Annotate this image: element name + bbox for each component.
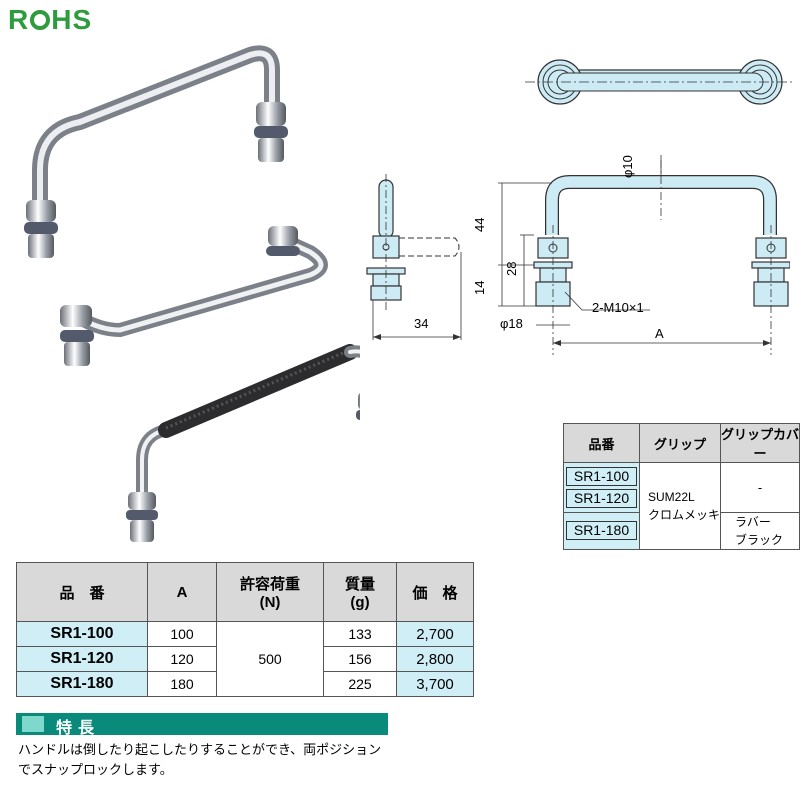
features-bar-marker: [22, 716, 44, 732]
spec-part-sr1-100: SR1-100: [566, 467, 637, 486]
dim-44-label: 44: [472, 217, 487, 232]
spec-part-cell-2: SR1-180: [563, 512, 640, 550]
photo-handle-folded: [60, 226, 328, 366]
table-row: SR1-180 180 225 3,700: [16, 671, 474, 697]
header-mass-line2: (g): [350, 594, 370, 611]
row-price: 2,800: [396, 646, 474, 672]
product-photos: [24, 45, 360, 542]
header-a: A: [147, 562, 217, 622]
dim-28-label: 28: [504, 261, 519, 276]
spec-cover-type: ラバー: [735, 515, 771, 529]
spec-table: 品番 グリップ グリップカバー SR1-100 SR1-120 SUM22L ク…: [563, 423, 800, 550]
features-title: 特長: [56, 720, 101, 737]
spec-row-2: SR1-180 ラバー ブラック: [563, 512, 800, 550]
features-line-1: ハンドルは倒したり起こしたりすることができ、両ポジション: [18, 742, 382, 757]
spec-header-part: 品番: [563, 423, 640, 463]
row-mass: 156: [323, 646, 397, 672]
features-text: ハンドルは倒したり起こしたりすることができ、両ポジション でスナップロックします…: [18, 740, 398, 780]
features-bar: 特長: [16, 713, 388, 737]
row-mass: 133: [323, 621, 397, 647]
side-view-drawing: [366, 174, 462, 340]
dim-a-label: A: [655, 326, 664, 341]
spec-table-header: 品番 グリップ グリップカバー: [563, 423, 800, 463]
row-price: 2,700: [396, 621, 474, 647]
spec-part-cell: SR1-100 SR1-120: [563, 462, 640, 513]
product-table: 品 番 A 許容荷重 (N) 質量 (g) 価 格 SR1-100 100 50…: [16, 562, 474, 697]
spec-grip-cell: SUM22L クロムメッキ: [639, 462, 721, 550]
spec-grip-material: SUM22L: [648, 490, 695, 504]
top-view-drawing: [525, 59, 795, 105]
row-part-number: SR1-100: [16, 621, 148, 647]
row-a: 180: [147, 671, 217, 697]
spec-cover-none: -: [720, 462, 800, 513]
spec-header-cover: グリップカバー: [720, 423, 800, 463]
spec-row-1: SR1-100 SR1-120 SUM22L クロムメッキ -: [563, 462, 800, 550]
dim-34-line: [373, 334, 461, 340]
spec-cover-rubber: ラバー ブラック: [720, 512, 800, 550]
header-load-line2: (N): [259, 594, 281, 611]
product-table-header: 品 番 A 許容荷重 (N) 質量 (g) 価 格: [16, 562, 474, 622]
row-part-number: SR1-120: [16, 646, 148, 672]
dim-phi18-label: φ18: [500, 316, 523, 331]
row-mass: 225: [323, 671, 397, 697]
spec-grip-finish: クロムメッキ: [648, 508, 721, 522]
rohs-logo-r: R: [8, 4, 30, 35]
header-allowable-load: 許容荷重 (N): [216, 562, 324, 622]
header-price: 価 格: [396, 562, 474, 622]
rohs-logo-hs: HS: [51, 4, 93, 35]
row-a: 120: [147, 646, 217, 672]
table-row: SR1-100 100 500 133 2,700: [16, 621, 474, 697]
header-mass-line1: 質量: [344, 576, 375, 593]
spec-cover-color: ブラック: [735, 533, 784, 547]
header-load-line1: 許容荷重: [239, 576, 300, 593]
rohs-logo: R HS: [8, 4, 92, 36]
row-part-number: SR1-180: [16, 671, 148, 697]
dim-m10-label: 2-M10×1: [592, 300, 644, 315]
header-part-number: 品 番: [16, 562, 148, 622]
spec-part-sr1-120: SR1-120: [566, 489, 637, 508]
spec-part-sr1-180: SR1-180: [566, 520, 637, 540]
spec-header-grip: グリップ: [639, 423, 721, 463]
dim-14-label: 14: [472, 280, 487, 295]
photo-handle-rubber: [126, 344, 360, 542]
front-view-drawing: [498, 155, 790, 355]
dim-34-label: 34: [414, 316, 429, 331]
photo-handle-upright: [24, 45, 288, 258]
dim-phi10-label: φ10: [620, 155, 635, 178]
header-mass: 質量 (g): [323, 562, 397, 622]
features-line-2: でスナップロックします。: [18, 762, 173, 777]
table-row: SR1-120 120 156 2,800: [16, 646, 474, 672]
rohs-logo-circle: [30, 10, 51, 30]
row-price: 3,700: [396, 671, 474, 697]
row-a: 100: [147, 621, 217, 647]
row-allowable-load: 500: [216, 621, 324, 697]
